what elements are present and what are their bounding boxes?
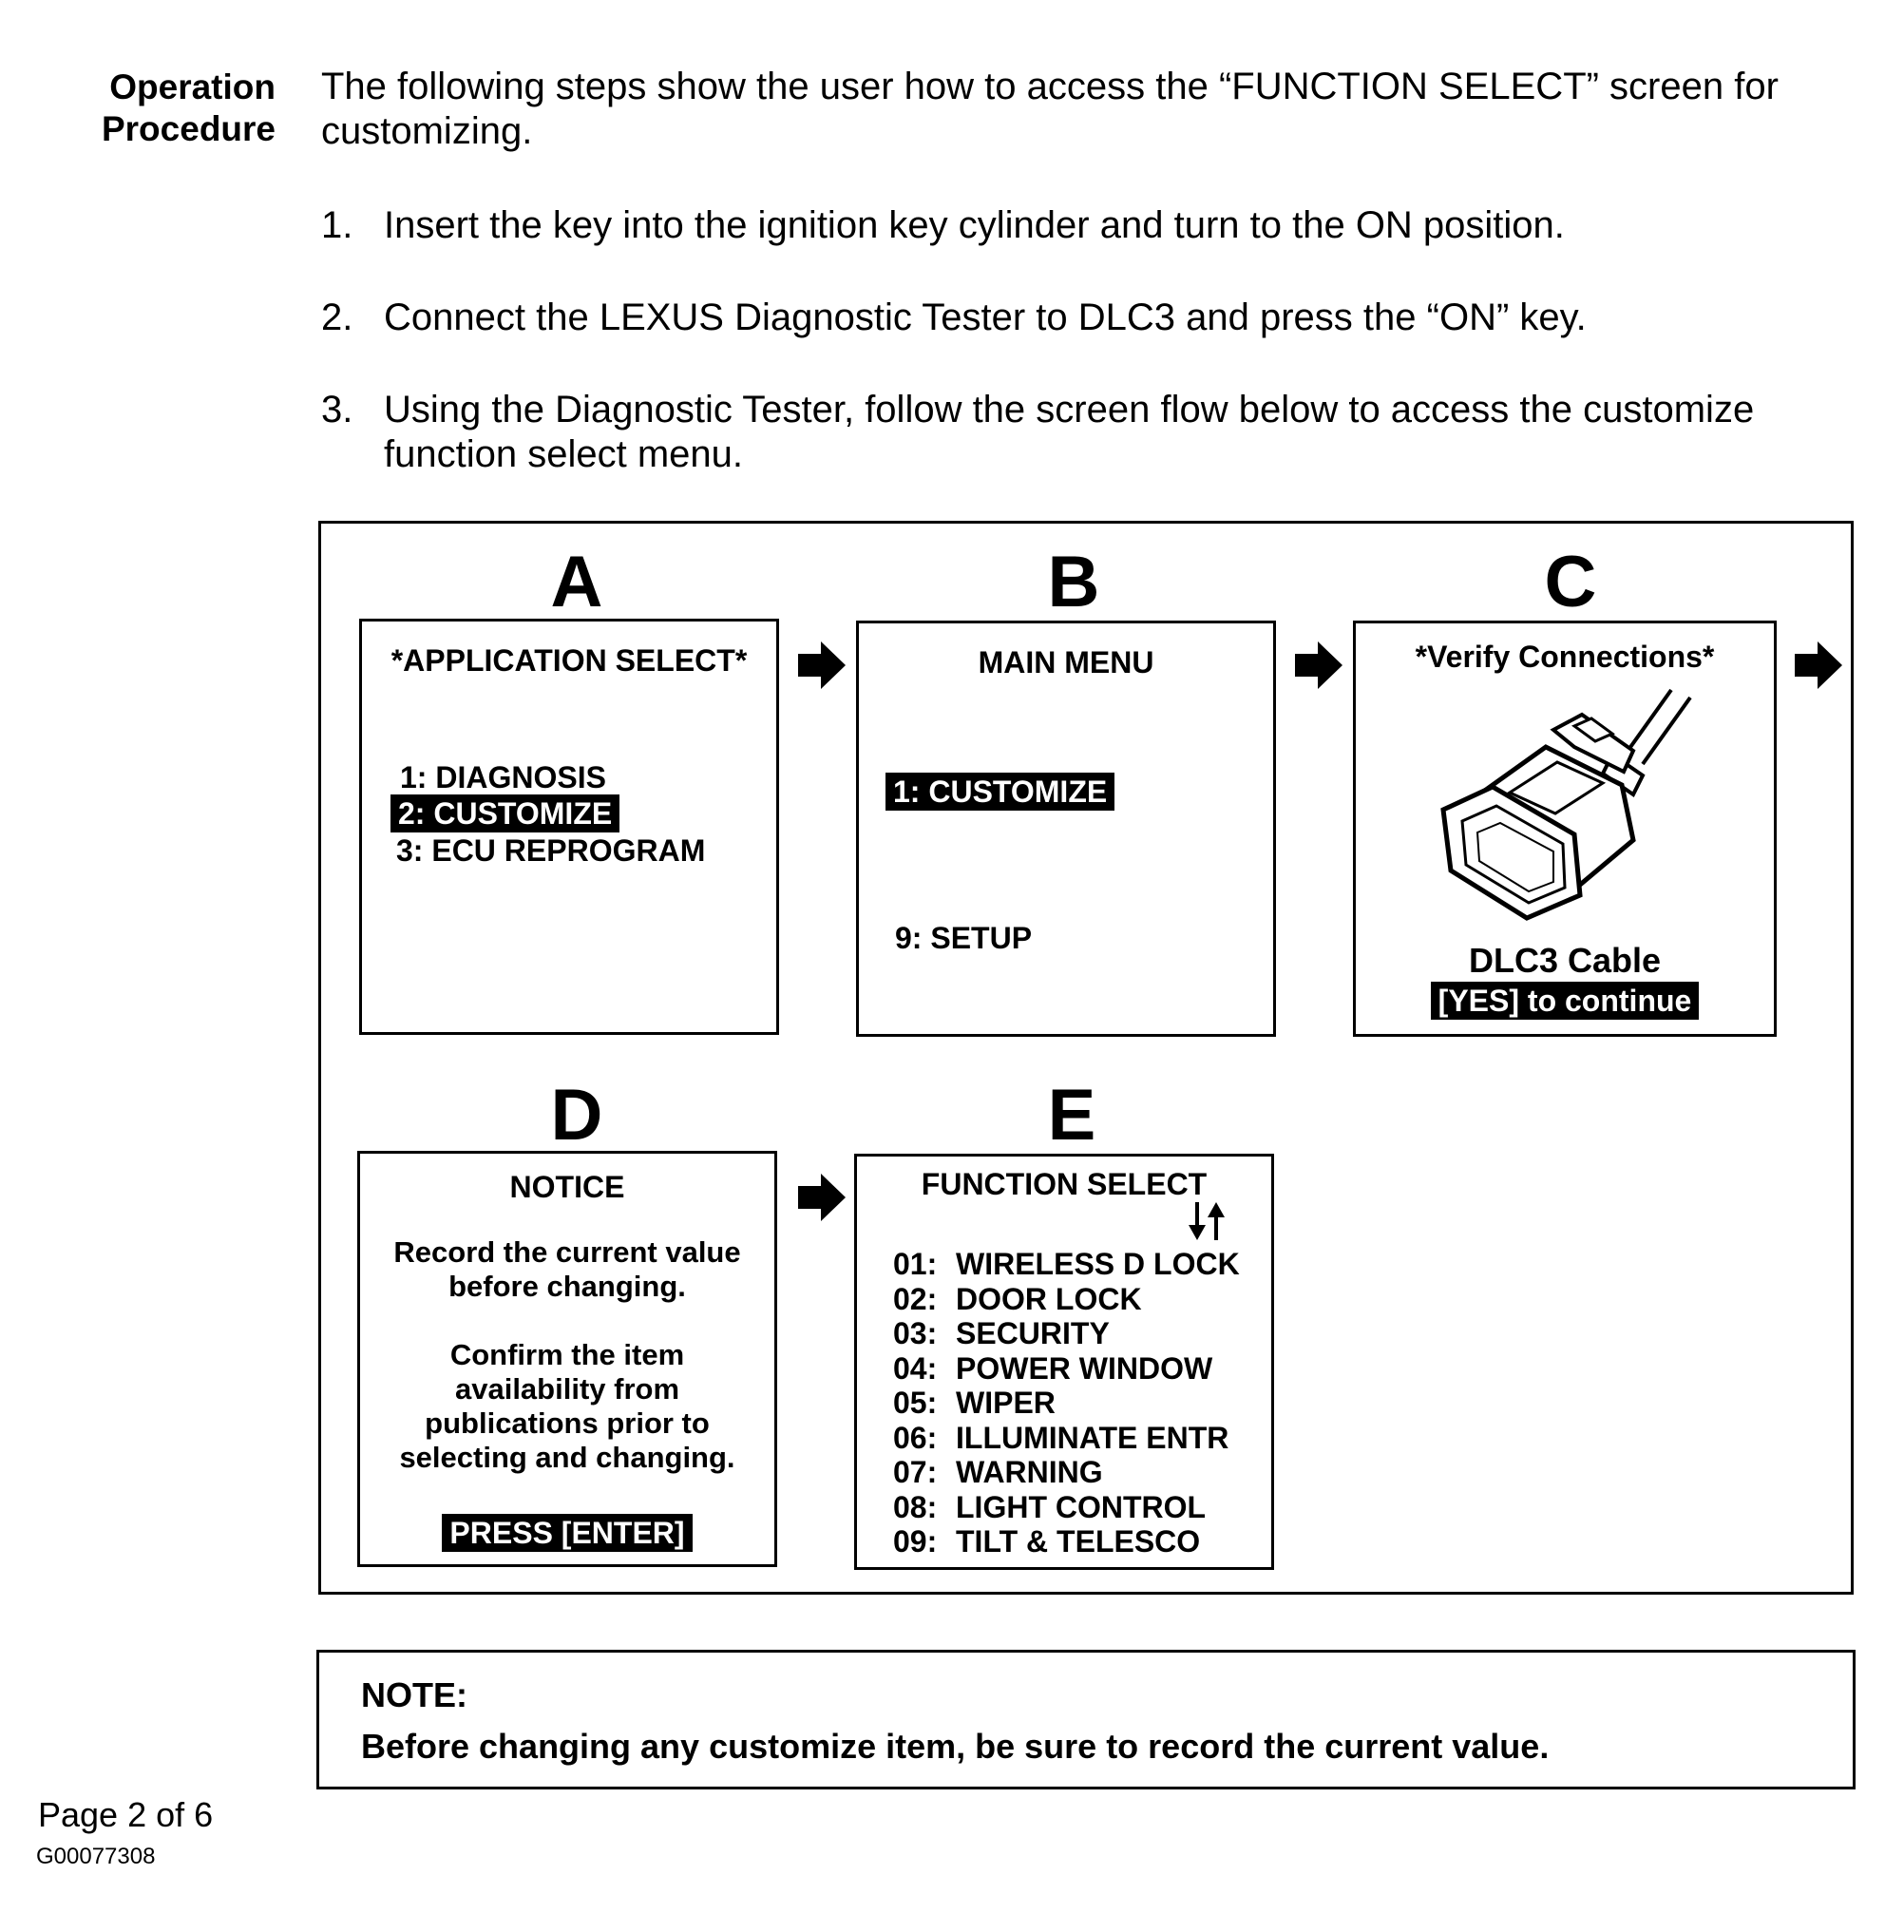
screen-c-continue-prompt: [YES] to continue — [1430, 982, 1700, 1020]
function-item-label: SECURITY — [956, 1316, 1110, 1350]
screen-c-title: *Verify Connections* — [1415, 640, 1715, 674]
screen-e: FUNCTION SELECT 01: WIRELESS D LOCK 02: DO… — [854, 1154, 1274, 1570]
right-arrow-icon — [1295, 641, 1342, 689]
screen-e-title: FUNCTION SELECT — [921, 1167, 1208, 1201]
step-number: 2. — [321, 296, 353, 338]
screen-d-letter: D — [550, 1075, 603, 1156]
function-item: 02: DOOR LOCK — [893, 1282, 1240, 1317]
screen-d-message-line: availability from — [454, 1372, 680, 1406]
function-item: 05: WIPER — [893, 1386, 1240, 1421]
step-number: 3. — [321, 389, 353, 430]
function-item: 03: SECURITY — [893, 1316, 1240, 1351]
function-item-number: 09: — [893, 1524, 938, 1559]
side-heading: Operation Procedure — [86, 67, 276, 150]
function-item-label: POWER WINDOW — [956, 1350, 1213, 1386]
screen-flow-diagram: A *APPLICATION SELECT* 1: DIAGNOSIS 2: C… — [318, 521, 1854, 1595]
screen-d-press-enter-prompt: PRESS [ENTER] — [442, 1514, 693, 1552]
document-id: G00077308 — [36, 1844, 156, 1869]
screen-d-message-line: Confirm the item — [449, 1338, 685, 1371]
note-title: NOTE: — [361, 1675, 467, 1714]
screen-d: NOTICE Record the current value before c… — [357, 1151, 777, 1567]
dlc3-cable-connector-icon — [1440, 688, 1692, 921]
function-item: 04: POWER WINDOW — [893, 1351, 1240, 1387]
function-item: 08: LIGHT CONTROL — [893, 1490, 1240, 1525]
screen-e-letter: E — [1047, 1075, 1096, 1156]
function-select-list: 01: WIRELESS D LOCK 02: DOOR LOCK 03: SECUR… — [893, 1247, 1240, 1559]
function-item-label: WIRELESS D LOCK — [956, 1247, 1240, 1281]
function-item-label: ILLUMINATE ENTR — [956, 1420, 1229, 1455]
function-item-label: WARNING — [956, 1455, 1103, 1489]
function-item-number: 04: — [893, 1350, 938, 1386]
function-item-number: 01: — [893, 1247, 938, 1281]
page-number: Page 2 of 6 — [38, 1795, 214, 1834]
steps-list: 1. Insert the key into the ignition key … — [321, 203, 1860, 525]
screen-a-item-ecu-reprogram: 3: ECU REPROGRAM — [396, 833, 706, 868]
screen-b-item-customize-selected: 1: CUSTOMIZE — [885, 773, 1115, 811]
function-item-label: TILT & TELESCO — [956, 1524, 1201, 1559]
screen-d-title: NOTICE — [509, 1170, 625, 1204]
function-item: 01: WIRELESS D LOCK — [893, 1247, 1240, 1282]
step-text: Connect the LEXUS Diagnostic Tester to D… — [384, 296, 1587, 338]
step-text: Using the Diagnostic Tester, follow the … — [384, 389, 1755, 475]
screen-d-confirm-message: Confirm the item availability from publi… — [370, 1338, 765, 1475]
screen-b: MAIN MENU 1: CUSTOMIZE 9: SETUP — [856, 621, 1276, 1037]
screen-d-message-line: publications prior to — [425, 1406, 710, 1440]
function-item-number: 08: — [893, 1489, 938, 1524]
step-item: 2. Connect the LEXUS Diagnostic Tester t… — [321, 296, 1860, 340]
function-item-label: DOOR LOCK — [956, 1281, 1142, 1316]
step-text: Insert the key into the ignition key cyl… — [384, 204, 1565, 246]
function-item-number: 02: — [893, 1281, 938, 1316]
function-item-number: 03: — [893, 1316, 938, 1350]
right-arrow-icon — [798, 641, 846, 689]
function-item: 07: WARNING — [893, 1455, 1240, 1490]
intro-paragraph: The following steps show the user how to… — [321, 66, 1779, 152]
function-item-number: 07: — [893, 1455, 938, 1489]
screen-a-item-diagnosis: 1: DIAGNOSIS — [400, 760, 606, 794]
screen-d-message-line: selecting and changing. — [399, 1441, 735, 1474]
screen-a-title: *APPLICATION SELECT* — [390, 643, 748, 678]
screen-d-record-message: Record the current value before changing… — [370, 1235, 765, 1304]
right-arrow-icon — [1795, 641, 1842, 689]
screen-a-letter: A — [550, 542, 603, 622]
function-item-label: WIPER — [956, 1386, 1056, 1420]
step-number: 1. — [321, 204, 353, 246]
screen-d-message-line: Record the current value — [393, 1235, 741, 1269]
note-body: Before changing any customize item, be s… — [361, 1727, 1550, 1766]
side-heading-line2: Procedure — [101, 109, 276, 148]
function-item: 09: TILT & TELESCO — [893, 1524, 1240, 1559]
note-box: NOTE: Before changing any customize item… — [316, 1650, 1856, 1789]
step-item: 3. Using the Diagnostic Tester, follow t… — [321, 388, 1860, 477]
function-item-number: 06: — [893, 1420, 938, 1455]
screen-a-item-customize-selected: 2: CUSTOMIZE — [390, 794, 620, 832]
screen-c-caption: DLC3 Cable — [1468, 941, 1662, 980]
up-down-arrows-icon — [1189, 1202, 1225, 1240]
function-item: 06: ILLUMINATE ENTR — [893, 1421, 1240, 1456]
side-heading-line1: Operation — [109, 67, 276, 106]
step-item: 1. Insert the key into the ignition key … — [321, 203, 1860, 248]
screen-b-title: MAIN MENU — [978, 645, 1154, 679]
screen-d-message-line: before changing. — [448, 1270, 686, 1303]
right-arrow-icon — [798, 1174, 846, 1221]
screen-c-letter: C — [1544, 542, 1597, 622]
screen-b-item-setup: 9: SETUP — [895, 921, 1033, 955]
screen-b-letter: B — [1047, 542, 1100, 622]
function-item-label: LIGHT CONTROL — [956, 1489, 1207, 1524]
screen-a: *APPLICATION SELECT* 1: DIAGNOSIS 2: CUS… — [359, 619, 779, 1035]
screen-c: *Verify Connections* DLC3 Cable [YES] t — [1353, 621, 1777, 1037]
function-item-number: 05: — [893, 1386, 938, 1420]
